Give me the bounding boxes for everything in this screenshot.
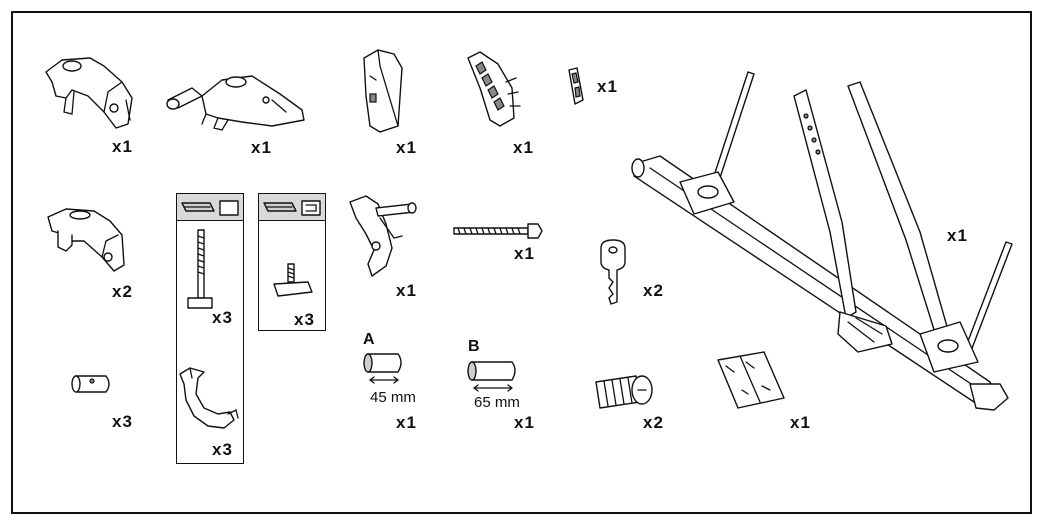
strap-holder-part xyxy=(363,49,403,133)
spacer-a-part xyxy=(363,353,402,384)
bike-carrier-part xyxy=(631,71,1013,411)
qty-tslot-box: x3 xyxy=(294,310,315,329)
u-bracket-part xyxy=(179,367,239,429)
qty-bracket: x1 xyxy=(396,281,417,300)
key-part xyxy=(600,239,626,305)
qty-front-clamp: x1 xyxy=(112,137,133,156)
spacer-a-letter: A xyxy=(363,331,375,348)
t-track-profile-icon xyxy=(181,200,239,216)
qty-small-link: x1 xyxy=(597,77,618,96)
sleeve-part xyxy=(71,375,110,393)
spacer-b-part xyxy=(467,361,516,392)
qty-ratchet: x1 xyxy=(513,138,534,157)
qty-sleeve: x3 xyxy=(112,412,133,431)
qty-u-bracket: x3 xyxy=(212,440,233,459)
qty-wheel-holder: x1 xyxy=(251,138,272,157)
front-clamp-part xyxy=(45,57,133,129)
parts-diagram-frame xyxy=(11,11,1032,514)
side-clamp-part xyxy=(47,208,125,272)
qty-strap-holder: x1 xyxy=(396,138,417,157)
stickers-part xyxy=(717,351,785,409)
t-slot-screw-part xyxy=(273,263,313,297)
threaded-rod-part xyxy=(453,223,543,239)
qty-threaded-rod: x1 xyxy=(514,244,535,263)
ratchet-part xyxy=(467,51,521,127)
qty-stickers: x1 xyxy=(790,413,811,432)
t-slot-profile-icon xyxy=(263,200,321,216)
small-link-part xyxy=(568,67,584,105)
bracket-part xyxy=(349,195,417,277)
wheel-holder-part xyxy=(166,75,305,131)
spacer-b-length: 65 mm xyxy=(474,394,520,411)
qty-bolt-box: x3 xyxy=(212,308,233,327)
qty-side-clamp: x2 xyxy=(112,282,133,301)
qty-lock-cylinder: x2 xyxy=(643,413,664,432)
t-bolt-part xyxy=(187,229,213,309)
qty-spacer-a: x1 xyxy=(396,413,417,432)
qty-spacer-b: x1 xyxy=(514,413,535,432)
qty-key: x2 xyxy=(643,281,664,300)
qty-bike-carrier: x1 xyxy=(947,226,968,245)
spacer-a-length: 45 mm xyxy=(370,389,416,406)
spacer-b-letter: B xyxy=(468,338,480,355)
lock-cylinder-part xyxy=(595,375,653,409)
